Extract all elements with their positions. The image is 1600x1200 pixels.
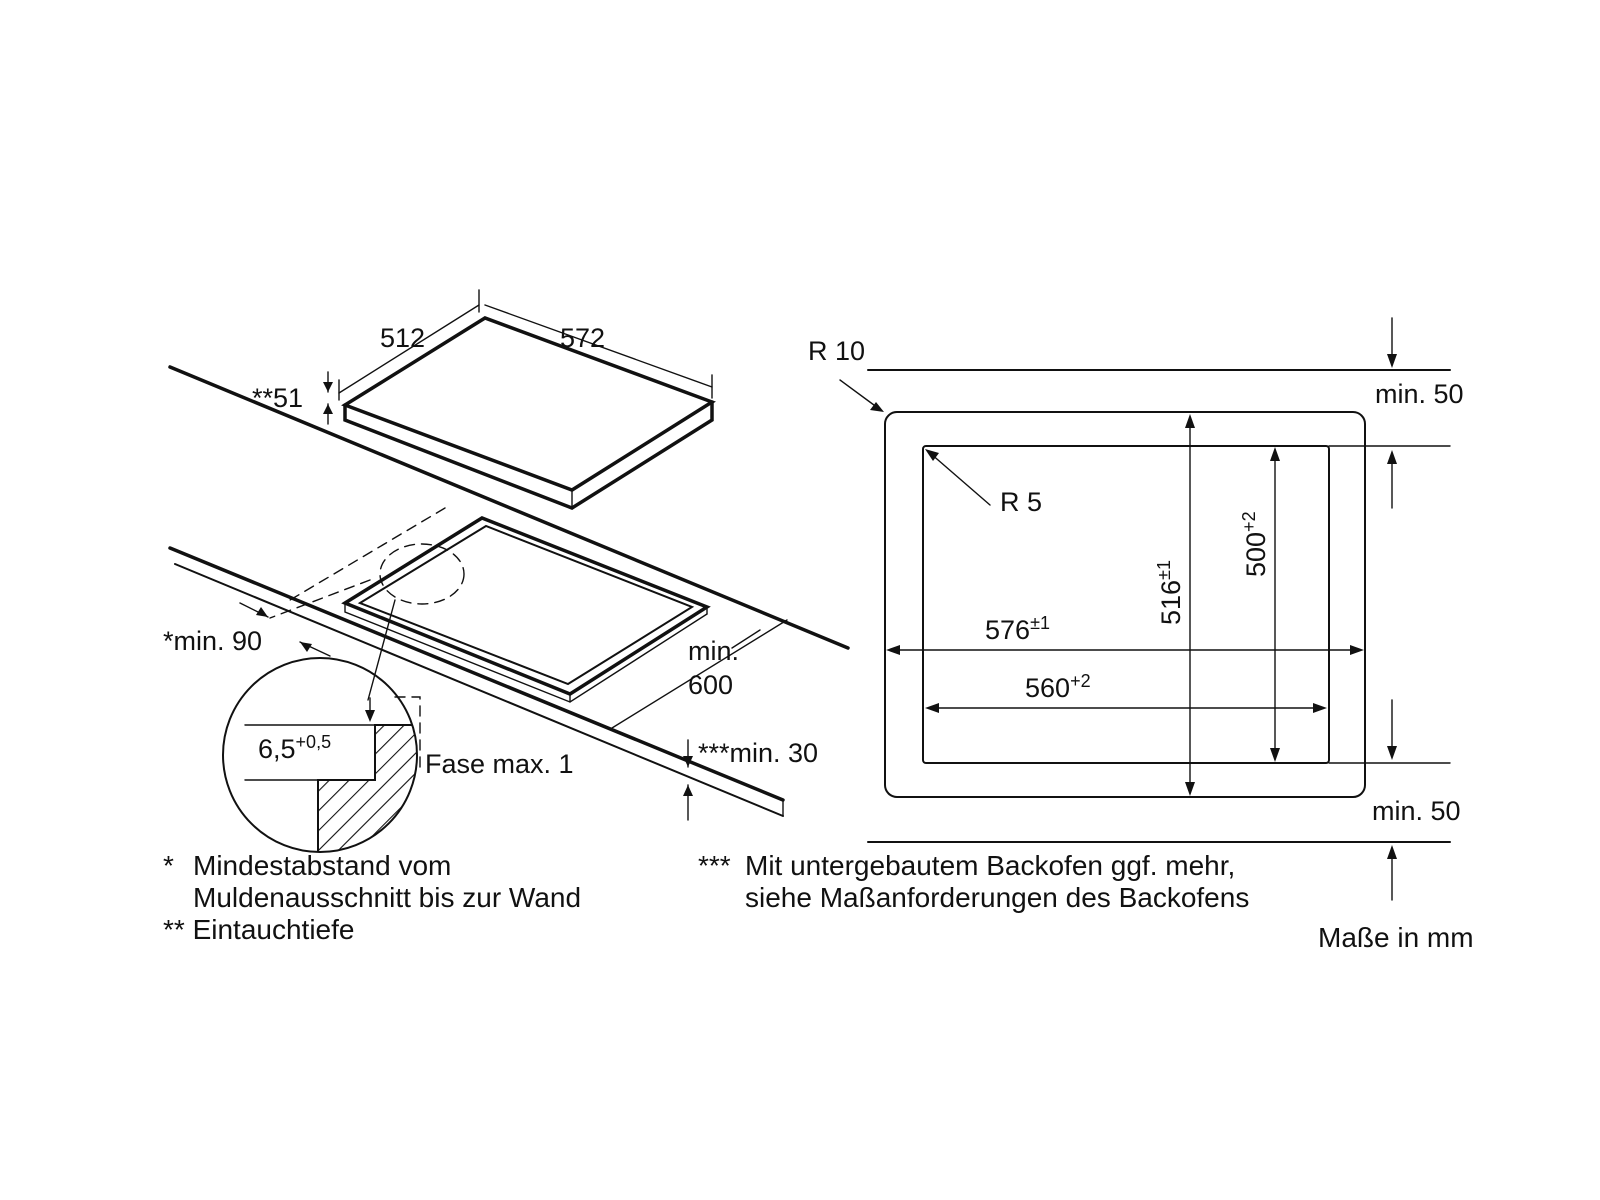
dim-min-30: ***min. 30 xyxy=(698,738,818,768)
dim-560: 560+2 xyxy=(1025,671,1091,703)
footnote-3-mark: *** xyxy=(698,850,731,881)
footnote-3-line-1: Mit untergebautem Backofen ggf. mehr, xyxy=(745,850,1236,881)
cutout-plan-view: R 10 R 5 min. 50 min. 50 576±1 560+2 516… xyxy=(808,317,1464,901)
dim-bevel-depth: 6,5+0,5 xyxy=(258,732,331,764)
footnote-1-mark: * xyxy=(163,850,174,881)
footnote-1-line-2: Muldenausschnitt bis zur Wand xyxy=(193,882,582,913)
cutout-inner xyxy=(357,524,695,686)
hob-body xyxy=(343,400,714,510)
dim-min-50-bottom: min. 50 xyxy=(1372,796,1461,826)
units-note: Maße in mm xyxy=(1318,922,1474,953)
dim-500: 500+2 xyxy=(1239,511,1271,577)
worktop-edge-line xyxy=(168,365,850,650)
detail-marker-circle xyxy=(379,543,465,605)
worktop-section-hatch xyxy=(318,725,417,852)
isometric-view: 512 572 **51 *min. 90 min. 600 6,5+0,5 F… xyxy=(163,289,850,853)
footnote-2: ** Eintauchtiefe xyxy=(163,914,355,945)
dim-576: 576±1 xyxy=(985,613,1050,645)
footnote-3-line-2: siehe Maßanforderungen des Backofens xyxy=(745,882,1250,913)
footnote-1-line-1: Mindestabstand vom xyxy=(193,850,452,881)
worktop-bottom-line xyxy=(174,563,784,817)
dim-r5: R 5 xyxy=(1000,487,1042,517)
worktop-front-line xyxy=(168,546,785,802)
hob-outline xyxy=(884,411,1366,798)
dim-min-600-label: min. xyxy=(688,636,739,666)
dim-min-50-top: min. 50 xyxy=(1375,379,1464,409)
dim-insert-depth: **51 xyxy=(252,383,303,413)
dim-516: 516±1 xyxy=(1154,560,1186,625)
cutout-rect xyxy=(922,445,1330,764)
dim-min-90: *min. 90 xyxy=(163,626,262,656)
bevel-note: Fase max. 1 xyxy=(425,749,574,779)
dim-r10: R 10 xyxy=(808,336,865,366)
dim-512: 512 xyxy=(380,323,425,353)
dim-572: 572 xyxy=(560,323,605,353)
dim-min-600-value: 600 xyxy=(688,670,733,700)
